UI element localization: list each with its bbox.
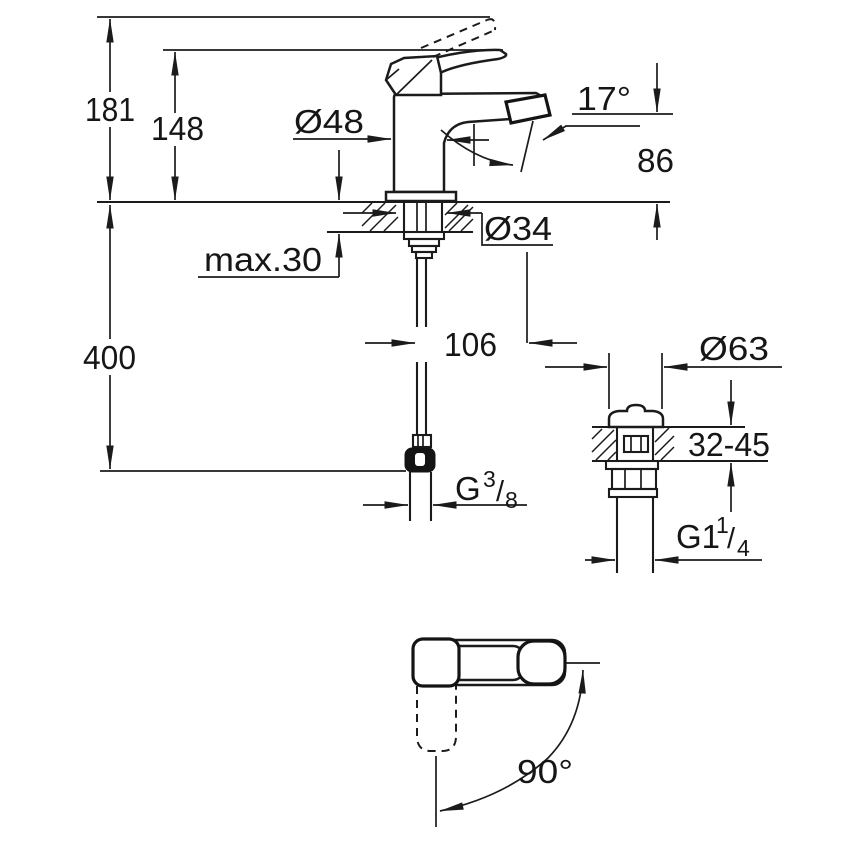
label-spout-angle: 17° [577, 80, 631, 117]
mounting-shank [402, 202, 446, 260]
supply-thread-slash: / [496, 476, 505, 508]
label-deck-max: max.30 [204, 241, 322, 278]
supply-thread-prefix: G [455, 470, 481, 507]
faucet-side-view [97, 16, 673, 521]
drain-collar [607, 487, 659, 499]
drain-slot [622, 434, 650, 454]
label-spout-reach: 106 [444, 326, 497, 363]
label-hole-diameter: Ø34 [484, 210, 552, 247]
label-drain-deck-range: 32-45 [688, 426, 770, 463]
drain-thread-slash: / [727, 523, 736, 555]
supply-hose [404, 258, 436, 521]
label-drain-thread: G1 1 / 4 [676, 512, 750, 561]
label-hose-length: 400 [83, 339, 136, 376]
drain-locknut [610, 467, 658, 491]
label-total-height: 181 [85, 91, 135, 128]
handle-base [384, 54, 443, 97]
supply-thread-denominator: 8 [505, 487, 518, 513]
base-flange [384, 190, 458, 203]
drain-thread-numerator: 1 [716, 512, 729, 538]
label-outlet-height: 86 [637, 142, 674, 179]
handle-facet-line [395, 59, 433, 96]
supply-thread-numerator: 3 [483, 466, 496, 492]
drain-cap [607, 403, 665, 429]
drain-washer [604, 459, 660, 471]
handle-top-base [411, 637, 461, 688]
label-handle-height: 148 [151, 110, 204, 147]
drain-thread-denominator: 4 [737, 535, 750, 561]
handle-rotated-dashed [416, 686, 457, 752]
handle-facet-line-2 [385, 68, 400, 81]
stream-angle-line [520, 120, 534, 173]
label-drain-flange-diameter: Ø63 [699, 330, 769, 367]
dimension-labels: 181 148 400 Ø48 17° 86 max.30 Ø34 106 Ø6… [83, 80, 770, 790]
drain-thread-prefix: G1 [676, 518, 720, 555]
label-body-diameter: Ø48 [294, 103, 364, 140]
handle-raised-dashed [420, 18, 497, 58]
drain-deck-hatching [591, 427, 675, 461]
label-supply-thread: G 3 / 8 [455, 466, 518, 513]
label-handle-swivel: 90° [517, 753, 573, 790]
aerator [504, 93, 552, 125]
drain-detail-view [545, 353, 782, 573]
dim-34-leader [481, 213, 553, 246]
angle-arc [440, 129, 514, 167]
swivel-arc [439, 669, 586, 812]
deck-hatching [361, 202, 474, 232]
handle-top-endcap [516, 639, 567, 686]
handle-top-view [411, 637, 600, 827]
angle-leader [542, 124, 640, 141]
